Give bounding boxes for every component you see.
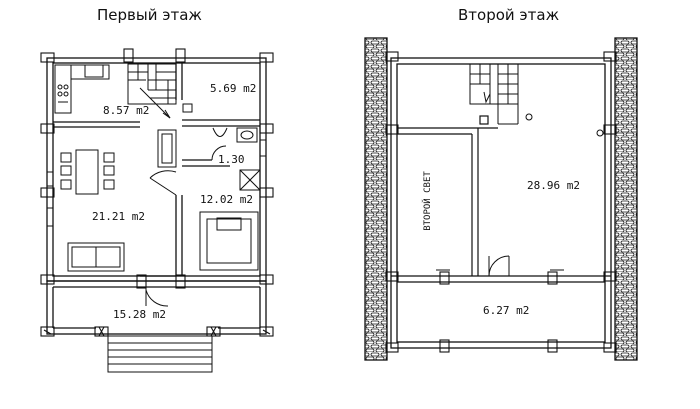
second-floor-staircase xyxy=(469,63,604,137)
first-floor-doors xyxy=(145,170,177,307)
first-floor-staircase xyxy=(127,63,193,119)
area-kitchen: 8.57 m2 xyxy=(103,104,150,117)
balcony-door xyxy=(488,255,510,277)
first-floor-plan xyxy=(40,48,274,373)
brick-wall-right xyxy=(614,37,638,361)
bathroom-fixtures xyxy=(211,127,261,191)
stove xyxy=(157,129,177,168)
brick-wall-left xyxy=(364,37,388,361)
second-floor-title: Второй этаж xyxy=(458,6,560,24)
area-living-room: 21.21 m2 xyxy=(92,210,145,223)
first-floor-windows xyxy=(47,139,266,227)
area-hall: 28.96 m2 xyxy=(527,179,580,192)
porch-steps xyxy=(107,335,213,373)
second-floor-log-ends xyxy=(385,51,617,353)
log-ends xyxy=(40,48,274,337)
dining-set xyxy=(60,149,115,195)
area-bathroom: 1.30 xyxy=(218,153,245,166)
void-label: ВТОРОЙ СВЕТ xyxy=(422,171,433,231)
area-room-top-right: 5.69 m2 xyxy=(210,82,257,95)
kitchen-furniture xyxy=(54,64,110,114)
second-floor-partitions xyxy=(397,115,498,276)
first-floor-partitions xyxy=(53,63,260,277)
sauna-bench xyxy=(199,211,259,271)
area-terrace: 15.28 m2 xyxy=(113,308,166,321)
area-sauna: 12.02 m2 xyxy=(200,193,253,206)
first-floor-title: Первый этаж xyxy=(97,6,202,24)
area-balcony: 6.27 m2 xyxy=(483,304,530,317)
second-floor-plan xyxy=(364,37,638,361)
sofa xyxy=(67,242,125,272)
